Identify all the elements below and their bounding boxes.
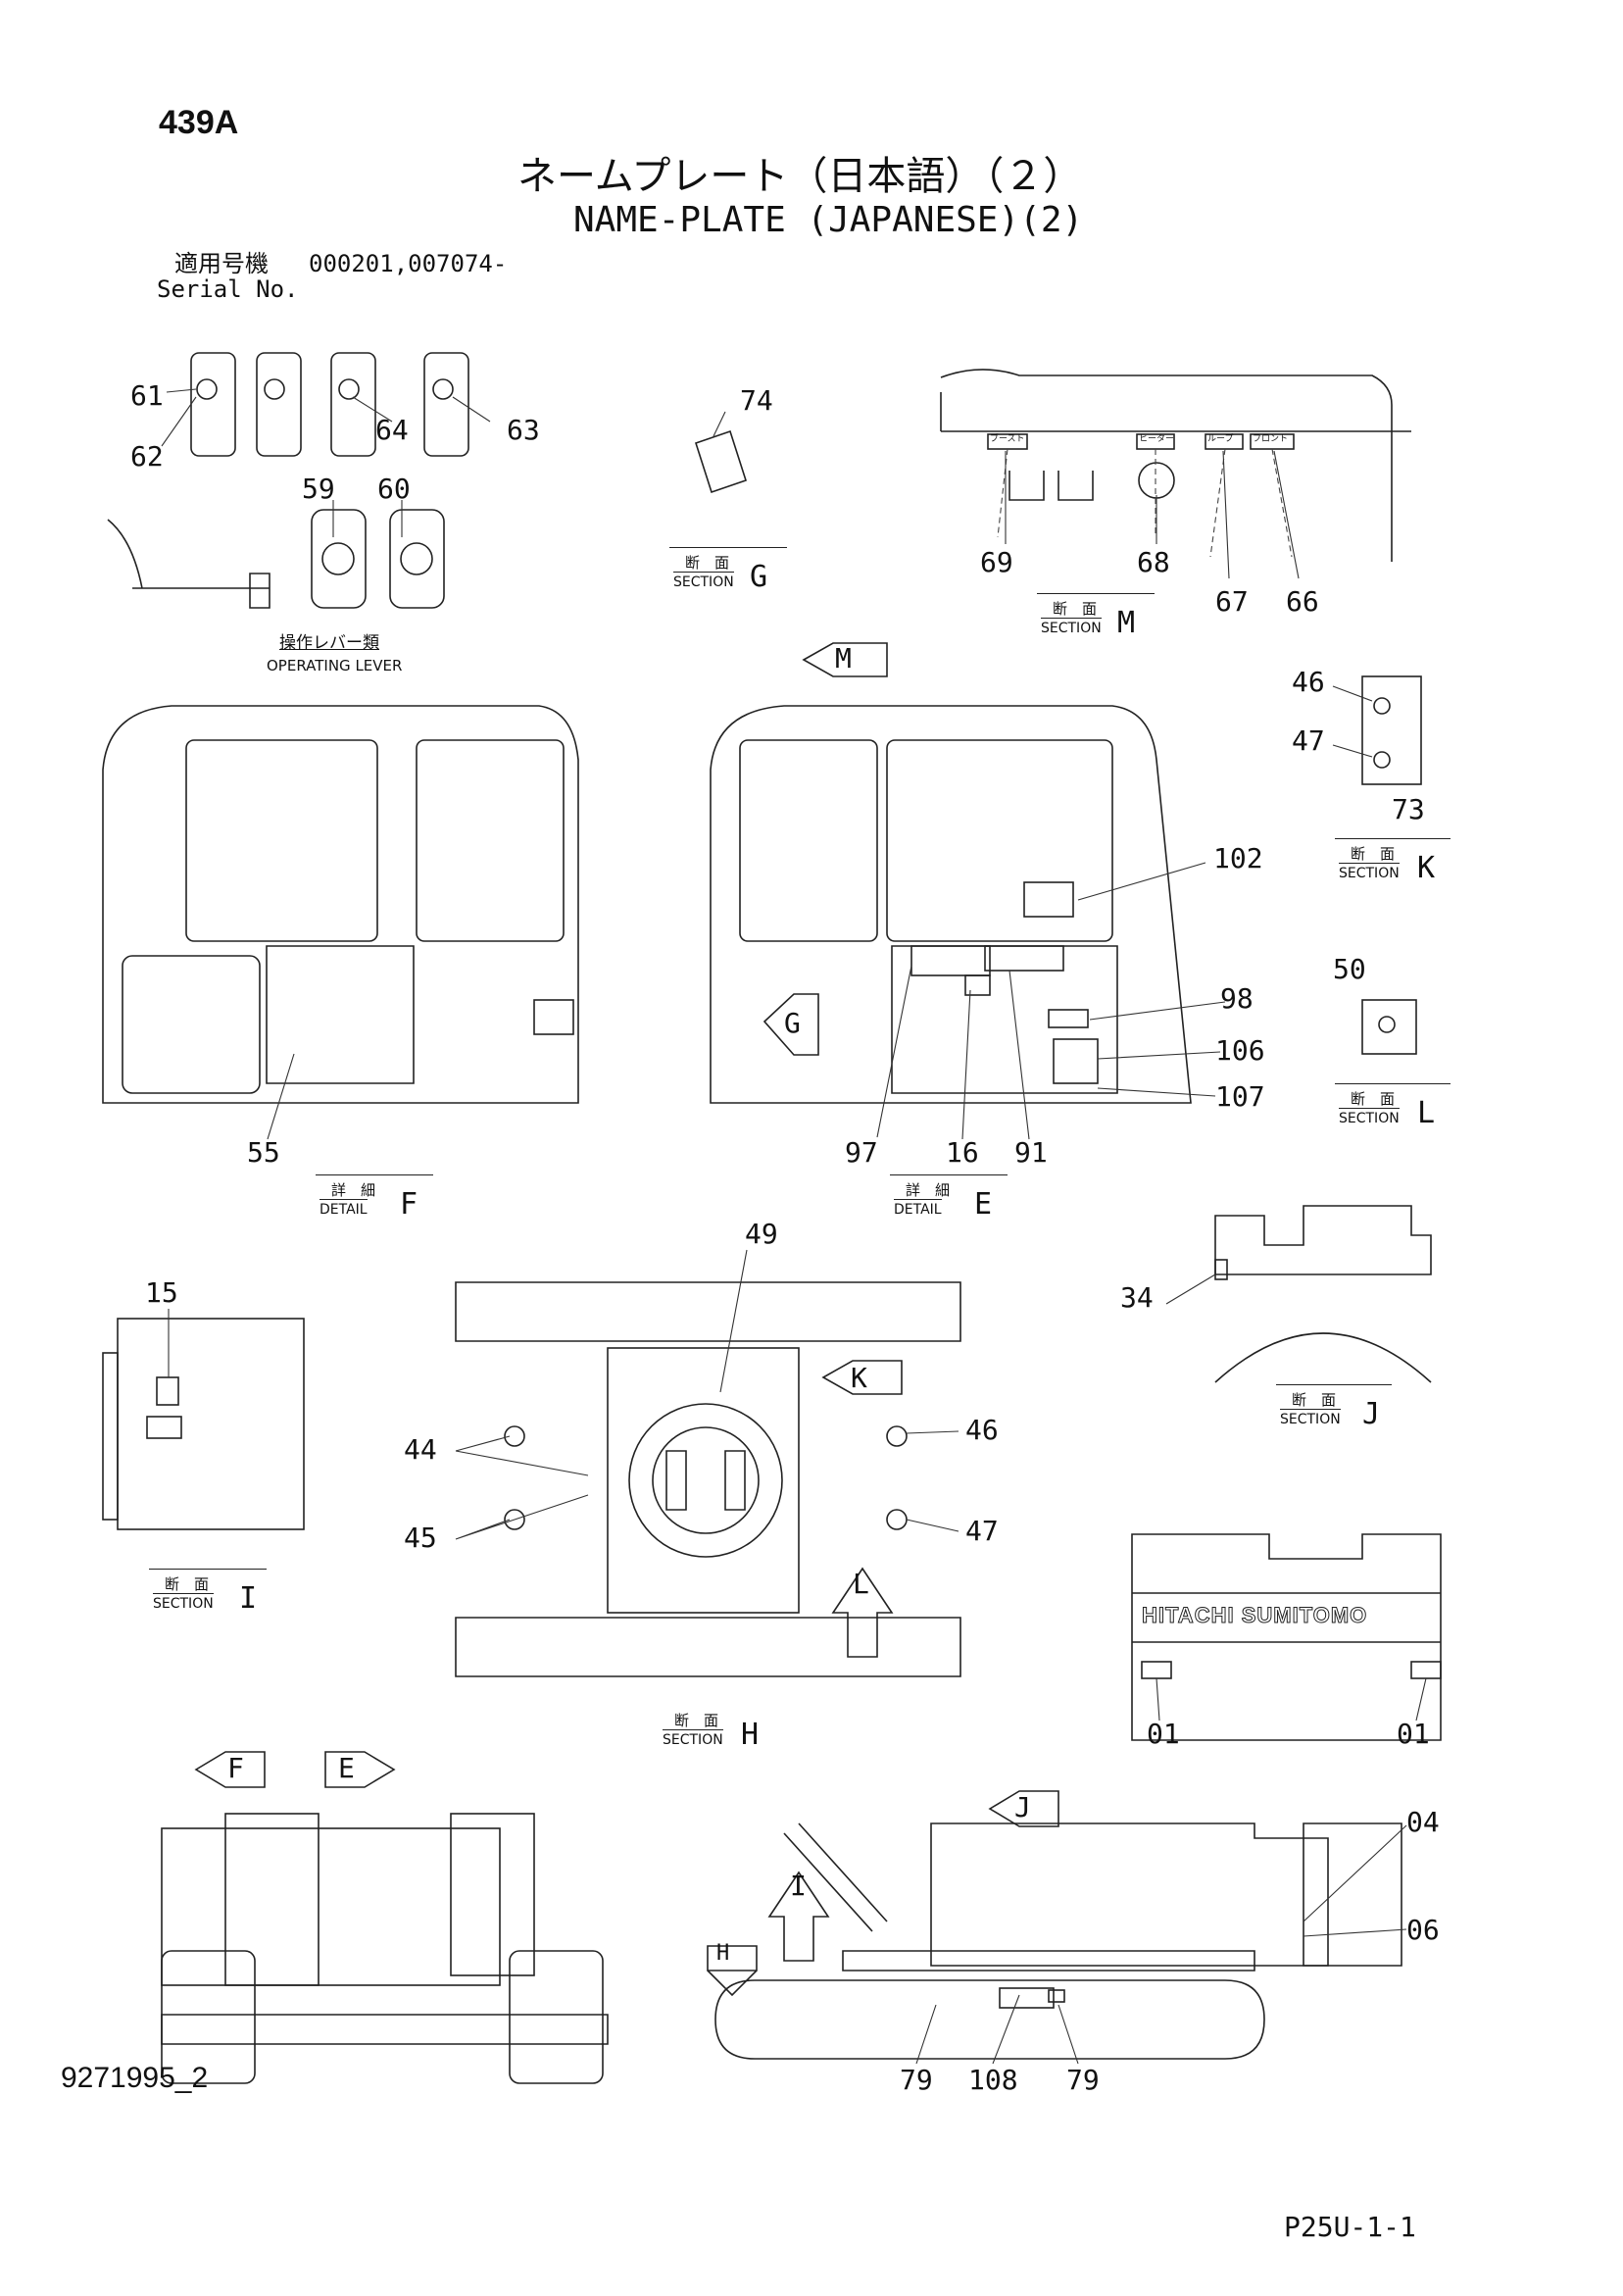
section-h-undercarriage [455, 1281, 961, 1677]
panel-tag-loop: ループ [1207, 434, 1234, 444]
serial-label-en: Serial No. [157, 275, 299, 303]
callout-61: 61 [130, 379, 164, 412]
section-j-label: 断 面 SECTION J [1276, 1384, 1392, 1434]
callout-69: 69 [980, 546, 1013, 578]
callout-63: 63 [507, 414, 540, 446]
callout-49: 49 [745, 1218, 778, 1250]
callout-55: 55 [247, 1136, 280, 1169]
callout-74: 74 [740, 384, 773, 417]
brand-plate-text: HITACHI SUMITOMO [1141, 1603, 1368, 1627]
callout-50: 50 [1333, 953, 1366, 985]
serial-value: 000201,007074- [309, 250, 508, 277]
callout-62: 62 [130, 440, 164, 473]
callout-01-left: 01 [1147, 1718, 1180, 1750]
callout-15: 15 [145, 1276, 178, 1309]
callout-73: 73 [1392, 793, 1425, 825]
page-title-en: NAME-PLATE (JAPANESE)(2) [573, 200, 1084, 240]
operating-lever-caption-jp: 操作レバー類 [279, 633, 379, 653]
section-i-box [102, 1318, 305, 1530]
callout-59: 59 [302, 473, 335, 505]
callout-102: 102 [1213, 842, 1263, 874]
callout-47-h: 47 [965, 1515, 999, 1547]
callout-79-right: 79 [1066, 2064, 1100, 2096]
section-h-label: 断 面 SECTION H [663, 1712, 760, 1752]
drawing-number: 9271995_2 [61, 2062, 209, 2094]
callout-108: 108 [968, 2064, 1018, 2096]
view-arrow-e: E [338, 1752, 355, 1784]
view-arrow-f: F [227, 1752, 244, 1784]
view-arrows [194, 642, 1059, 1997]
callout-97: 97 [845, 1136, 878, 1169]
callout-60: 60 [377, 473, 411, 505]
callout-47-k: 47 [1292, 724, 1325, 757]
callout-44: 44 [404, 1433, 437, 1466]
view-arrow-l: L [853, 1568, 869, 1600]
cab-interior-left [102, 705, 579, 1104]
callout-68: 68 [1137, 546, 1170, 578]
view-arrow-j: J [1014, 1791, 1031, 1823]
operating-lever-caption-en: OPERATING LEVER [267, 657, 403, 674]
section-g-label: 断 面 SECTION G [669, 547, 787, 597]
serial-label-jp: 適用号機 [174, 250, 269, 277]
view-arrow-h: H [716, 1941, 730, 1966]
callout-46-h: 46 [965, 1414, 999, 1446]
view-arrow-g: G [784, 1007, 801, 1039]
callout-45: 45 [404, 1522, 437, 1554]
callout-67: 67 [1215, 585, 1249, 618]
view-arrow-m: M [835, 642, 852, 674]
cab-interior-right [710, 705, 1192, 1104]
detail-e-label: 詳 細 DETAIL E [890, 1174, 1008, 1224]
side-machine-view [714, 1822, 1402, 2060]
callout-79-left: 79 [900, 2064, 933, 2096]
callout-01-right: 01 [1397, 1718, 1430, 1750]
panel-tag-heater: ヒーター [1139, 434, 1175, 444]
drawing-code: 439A [159, 104, 239, 141]
panel-tag-boost: ブースト [990, 434, 1025, 444]
callout-04: 04 [1406, 1806, 1440, 1838]
tag-74-icon [694, 429, 748, 494]
callout-06: 06 [1406, 1914, 1440, 1946]
callout-106: 106 [1215, 1034, 1265, 1067]
section-i-label: 断 面 SECTION I [149, 1569, 267, 1619]
counterweight [1131, 1533, 1442, 1741]
leader-lines [161, 388, 1427, 2065]
callout-16: 16 [946, 1136, 979, 1169]
section-j-part [1214, 1205, 1432, 1383]
callout-64: 64 [375, 414, 409, 446]
page-title-jp: ネームプレート（日本語）（２） [517, 154, 1083, 199]
section-m-label: 断 面 SECTION M [1037, 593, 1155, 643]
detail-f-label: 詳 細 DETAIL F [316, 1174, 433, 1224]
section-l-label: 断 面 SECTION L [1335, 1083, 1451, 1133]
page-reference: P25U-1-1 [1284, 2211, 1416, 2243]
callout-98: 98 [1220, 982, 1254, 1015]
callout-34: 34 [1120, 1281, 1154, 1314]
lever-grip-icons [107, 352, 469, 609]
callout-107: 107 [1215, 1080, 1265, 1113]
rear-machine-view [161, 1813, 609, 2084]
view-arrow-i: I [790, 1870, 807, 1902]
panel-tag-front: フロント [1253, 434, 1289, 444]
section-m-panel [940, 369, 1411, 562]
callout-46-k: 46 [1292, 666, 1325, 698]
view-arrow-k: K [851, 1362, 867, 1394]
callout-66: 66 [1286, 585, 1319, 618]
callout-91: 91 [1014, 1136, 1048, 1169]
section-k-label: 断 面 SECTION K [1335, 838, 1451, 888]
